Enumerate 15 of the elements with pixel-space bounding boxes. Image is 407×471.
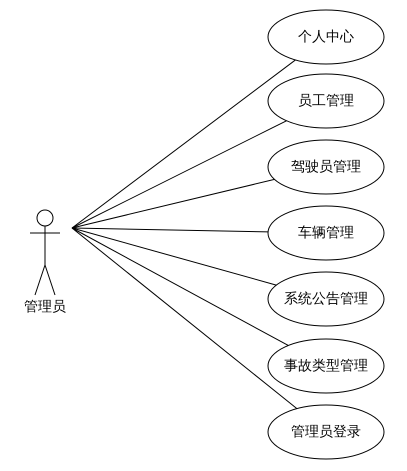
association-line [72,228,289,346]
association-line [72,178,275,228]
use-case-label: 系统公告管理 [283,290,369,308]
association-line [72,120,287,228]
use-case-label: 车辆管理 [297,224,355,242]
association-line [72,59,296,228]
use-case-label: 个人中心 [297,28,355,46]
use-case-label: 员工管理 [297,92,355,110]
association-line [72,228,277,286]
association-line [72,228,269,232]
use-case-label: 驾驶员管理 [290,158,362,176]
use-case-label: 事故类型管理 [283,357,369,375]
use-case-label: 管理员登录 [290,423,362,441]
actor-label: 管理员 [23,298,67,316]
association-line [72,228,298,410]
